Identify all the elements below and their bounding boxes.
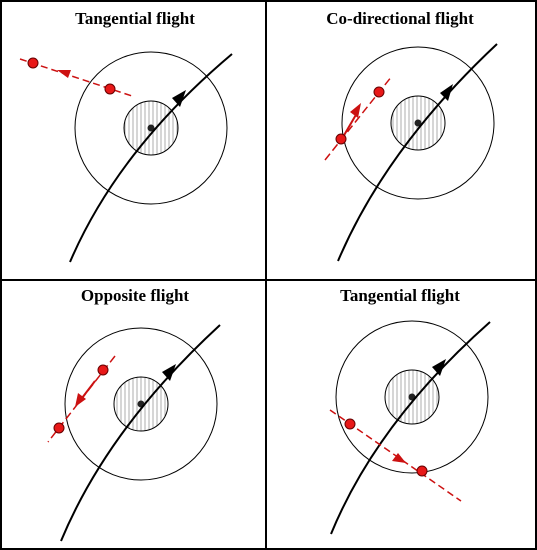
intruder-arrow-shaft bbox=[81, 380, 96, 399]
center-dot bbox=[414, 119, 422, 127]
intruder-dot-icon bbox=[27, 57, 39, 69]
panel-opposite: Opposite flight bbox=[47, 286, 221, 542]
panel-title: Tangential flight bbox=[75, 9, 195, 28]
intruder-arrow-shaft bbox=[342, 112, 358, 138]
trajectory-arrowhead-icon bbox=[162, 364, 176, 381]
intruder-arrowhead-icon bbox=[350, 103, 361, 118]
intruder-dot-icon bbox=[53, 422, 65, 434]
panel-co-directional: Co-directional flight bbox=[324, 9, 498, 262]
intruder-dot-icon bbox=[416, 465, 428, 477]
own-trajectory bbox=[330, 321, 491, 535]
trajectory-arrowhead-icon bbox=[440, 84, 453, 101]
outer-zone-circle bbox=[64, 327, 218, 481]
own-trajectory bbox=[69, 53, 233, 263]
panel-title: Opposite flight bbox=[81, 286, 189, 305]
intruder-arrowhead-icon bbox=[57, 70, 71, 78]
panel-tangential-top: Tangential flight bbox=[19, 9, 233, 263]
trajectory-arrowhead-icon bbox=[172, 90, 186, 107]
intruder-arrowhead-icon bbox=[75, 393, 86, 407]
own-trajectory bbox=[337, 43, 498, 262]
intruder-dot-icon bbox=[373, 86, 385, 98]
panel-tangential-bottom: Tangential flight bbox=[329, 286, 491, 535]
own-trajectory bbox=[60, 324, 221, 542]
panel-title: Tangential flight bbox=[340, 286, 460, 305]
intruder-path bbox=[19, 58, 133, 97]
outer-zone-circle bbox=[74, 51, 228, 205]
outer-zone-circle bbox=[341, 46, 495, 200]
intruder-dot-icon bbox=[335, 133, 347, 145]
intruder-dot-icon bbox=[344, 418, 356, 430]
trajectory-arrowhead-icon bbox=[432, 359, 446, 376]
center-dot bbox=[147, 124, 155, 132]
panel-title: Co-directional flight bbox=[326, 9, 474, 28]
intruder-dot-icon bbox=[104, 83, 116, 95]
intruder-dot-icon bbox=[97, 364, 109, 376]
outer-zone-circle bbox=[335, 320, 489, 474]
intruder-arrowhead-icon bbox=[392, 453, 406, 463]
